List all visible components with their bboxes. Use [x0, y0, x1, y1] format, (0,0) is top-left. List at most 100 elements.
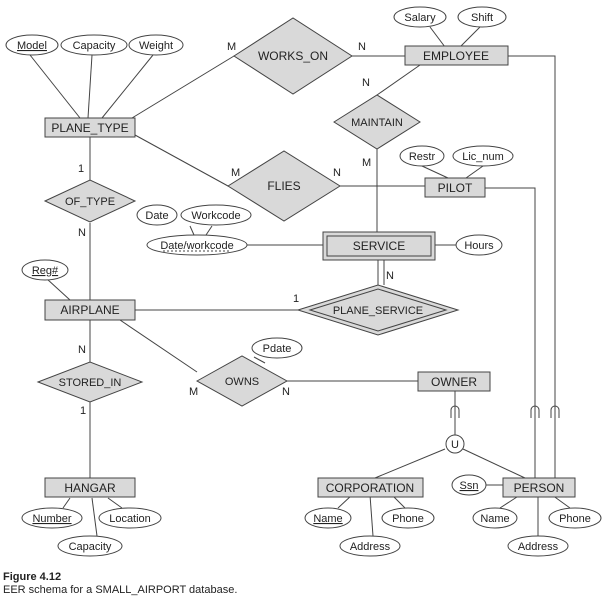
svg-text:Capacity: Capacity [73, 40, 116, 52]
svg-text:Name: Name [313, 513, 342, 525]
attribute-date-workcode: Date/workcode [146, 234, 248, 256]
svg-text:Date: Date [145, 210, 168, 222]
attribute-corp-name: Name [304, 507, 352, 529]
entity-plane-type-label: PLANE_TYPE [51, 121, 128, 135]
svg-text:Model: Model [17, 40, 47, 52]
attribute-capacity-plane-type: Capacity [60, 34, 128, 56]
attribute-hours: Hours [455, 234, 503, 256]
relationship-stored-in: STORED_IN [36, 361, 144, 403]
attribute-lic-num: Lic_num [452, 145, 514, 167]
relationship-stored-in-label: STORED_IN [59, 377, 122, 389]
entity-service-label: SERVICE [353, 239, 405, 253]
relationship-plane-service: PLANE_SERVICE [296, 284, 460, 336]
figure-caption: Figure 4.12 EER schema for a SMALL_AIRPO… [3, 571, 237, 597]
svg-text:Address: Address [350, 541, 391, 553]
subset-symbols [450, 405, 560, 418]
card-flies-pilot: N [333, 167, 341, 179]
svg-text:Address: Address [518, 541, 559, 553]
relationship-maintain-label: MAINTAIN [351, 117, 403, 129]
entity-airplane: AIRPLANE [44, 299, 136, 321]
svg-text:Shift: Shift [471, 12, 493, 24]
subset-symbol-owner [450, 405, 460, 418]
entity-pilot: PILOT [424, 177, 486, 198]
connector-lines [29, 26, 571, 537]
attribute-model: Model [5, 34, 59, 56]
entity-owner: OWNER [417, 371, 491, 392]
entity-hangar-label: HANGAR [64, 481, 116, 495]
card-flies-plane: M [231, 167, 240, 179]
card-plane-service-airplane: 1 [293, 293, 299, 305]
svg-text:Workcode: Workcode [191, 210, 240, 222]
relationship-flies-label: FLIES [267, 179, 300, 193]
card-works-on-plane: M [227, 41, 236, 53]
card-stored-in-airplane: N [78, 344, 86, 356]
attribute-reg: Reg# [21, 259, 69, 281]
entity-owner-label: OWNER [431, 375, 477, 389]
figure-number: Figure 4.12 [3, 571, 62, 583]
entity-hangar: HANGAR [44, 477, 136, 498]
svg-text:Number: Number [32, 513, 71, 525]
svg-text:Date/workcode: Date/workcode [160, 240, 233, 252]
subset-symbol-employee-person [550, 405, 560, 418]
svg-text:Restr: Restr [409, 151, 436, 163]
svg-text:Name: Name [480, 513, 509, 525]
card-owns-airplane: M [189, 386, 198, 398]
attribute-person-address: Address [507, 535, 569, 557]
svg-text:Hours: Hours [464, 240, 494, 252]
svg-text:Capacity: Capacity [69, 541, 112, 553]
card-of-type-plane: 1 [78, 163, 84, 175]
subset-symbol-pilot-person [530, 405, 540, 418]
svg-text:Pdate: Pdate [263, 343, 292, 355]
union-node: U [445, 434, 465, 454]
svg-text:Ssn: Ssn [460, 480, 479, 492]
svg-text:Lic_num: Lic_num [462, 151, 504, 163]
entity-employee-label: EMPLOYEE [423, 49, 489, 63]
attribute-weight: Weight [128, 34, 184, 56]
entity-person-label: PERSON [514, 481, 565, 495]
attribute-date: Date [136, 204, 178, 226]
card-plane-service-service: N [386, 270, 394, 282]
svg-text:Location: Location [109, 513, 151, 525]
svg-text:Phone: Phone [559, 513, 591, 525]
attribute-salary: Salary [393, 6, 447, 28]
attribute-restr: Restr [399, 145, 445, 167]
entity-airplane-label: AIRPLANE [60, 303, 119, 317]
relationship-owns: OWNS [195, 355, 289, 407]
svg-text:Salary: Salary [404, 12, 436, 24]
relationship-owns-label: OWNS [225, 376, 259, 388]
entity-plane-type: PLANE_TYPE [44, 117, 136, 138]
attribute-corp-phone: Phone [381, 507, 435, 529]
attribute-number: Number [21, 507, 83, 529]
union-symbol: U [451, 439, 459, 451]
card-works-on-employee: N [358, 41, 366, 53]
relationship-works-on: WORKS_ON [233, 17, 353, 95]
card-of-type-airplane: N [78, 227, 86, 239]
svg-text:Weight: Weight [139, 40, 173, 52]
svg-text:Reg#: Reg# [32, 265, 59, 277]
relationship-of-type-label: OF_TYPE [65, 196, 115, 208]
attribute-shift: Shift [457, 6, 507, 28]
entity-service: SERVICE [322, 231, 436, 261]
attribute-capacity-hangar: Capacity [57, 535, 123, 557]
card-stored-in-hangar: 1 [80, 405, 86, 417]
attribute-pdate: Pdate [251, 337, 303, 359]
relationship-of-type: OF_TYPE [43, 179, 137, 223]
figure-caption-text: EER schema for a SMALL_AIRPORT database. [3, 584, 238, 596]
entity-pilot-label: PILOT [438, 181, 473, 195]
entity-employee: EMPLOYEE [404, 45, 509, 66]
card-owns-owner: N [282, 386, 290, 398]
relationship-works-on-label: WORKS_ON [258, 49, 328, 63]
attribute-person-name: Name [472, 507, 518, 529]
attribute-ssn: Ssn [451, 474, 487, 496]
relationship-flies: FLIES [227, 150, 341, 222]
cardinality-labels: M N N M M N 1 N 1 N N 1 M N [78, 41, 394, 417]
relationship-maintain: MAINTAIN [333, 94, 421, 150]
attribute-person-phone: Phone [548, 507, 602, 529]
eer-diagram: U EMPLOYEE PLANE_TYPE PILOT SERVICE AIRP… [5, 6, 602, 557]
relationship-plane-service-label: PLANE_SERVICE [333, 305, 423, 317]
card-maintain-employee: N [362, 77, 370, 89]
entity-person: PERSON [502, 477, 576, 498]
attribute-location: Location [98, 507, 162, 529]
entity-corporation-label: CORPORATION [326, 481, 414, 495]
entity-corporation: CORPORATION [317, 477, 424, 498]
